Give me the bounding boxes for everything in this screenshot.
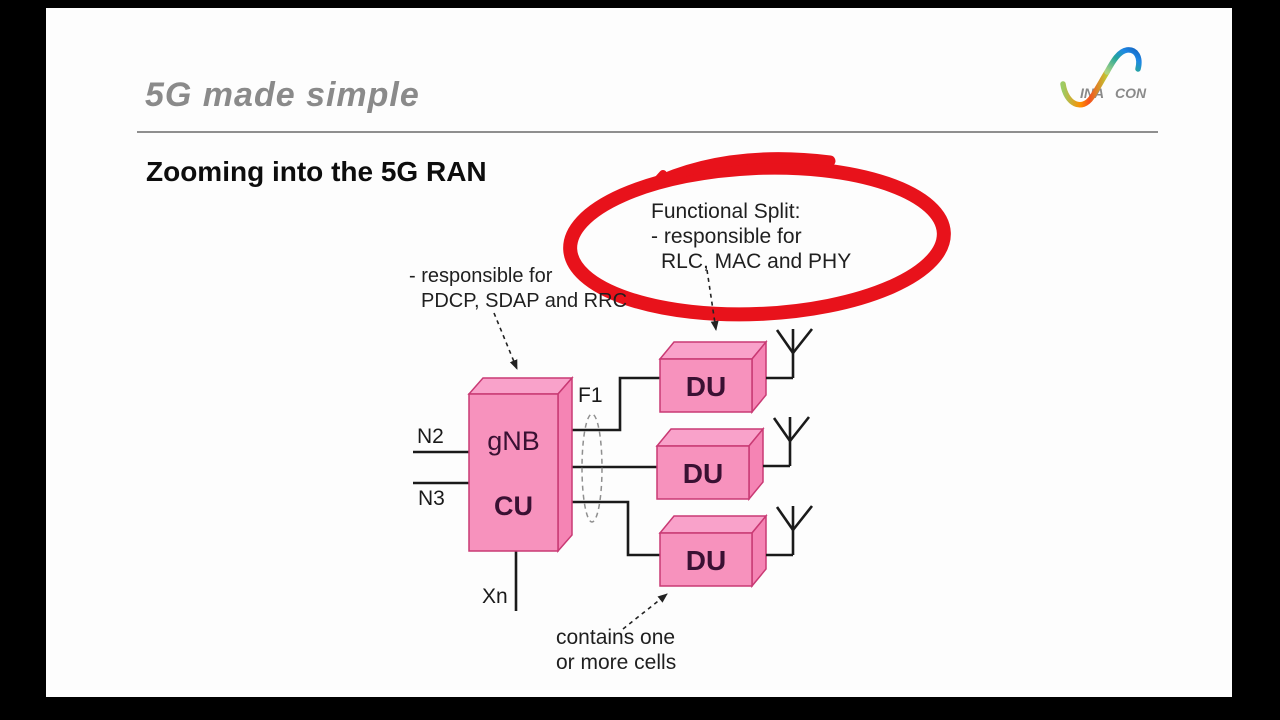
- f1-link-du3: [572, 500, 660, 557]
- du-box-1: [658, 339, 768, 415]
- letterbox-left-bar: [0, 0, 46, 720]
- gnb-box-label: gNB: [487, 426, 540, 456]
- letterbox-bottom-bar: [0, 697, 1280, 720]
- gnb-box-front-face: [468, 393, 559, 552]
- cu-responsibility-note: - responsible for PDCP, SDAP and RRC: [409, 264, 627, 314]
- antenna-icon-2: [763, 416, 811, 468]
- n2-interface-label: N2: [417, 425, 444, 448]
- letterbox-right-bar: [1232, 0, 1280, 720]
- f1-grouping-ellipse: [581, 413, 603, 523]
- du-box-2: [655, 426, 765, 502]
- cu-box-label: CU: [494, 491, 533, 521]
- letterbox-top-bar: [0, 0, 1280, 8]
- xn-interface-label: Xn: [482, 585, 508, 608]
- du-cells-note: contains one or more cells: [556, 625, 676, 675]
- cu-note-line-1: - responsible for: [409, 265, 553, 287]
- du-box-3: [658, 513, 768, 589]
- du1-box-label: DU: [685, 371, 727, 402]
- functional-split-note: Functional Split: - responsible for RLC,…: [651, 199, 851, 274]
- gnb-box-side-face: [557, 376, 573, 553]
- f1-links: [572, 376, 660, 557]
- red-circle-annotation: [563, 152, 951, 322]
- du-note-line-1: contains one: [556, 626, 676, 649]
- du2-box-label: DU: [682, 458, 724, 489]
- inacon-logo: INA CON: [1060, 47, 1147, 108]
- n3-interface-label: N3: [418, 487, 445, 510]
- antenna-icon-1: [766, 328, 814, 380]
- antenna-icon-3: [766, 505, 814, 557]
- du3-box-label: DU: [685, 545, 727, 576]
- logo-wave-icon: [1060, 47, 1142, 108]
- f1-link-du1: [572, 376, 660, 432]
- du-note-line-2: or more cells: [556, 651, 677, 674]
- functional-split-line-1: Functional Split:: [651, 200, 801, 223]
- f1-interface-label: F1: [578, 384, 603, 407]
- interface-lines: [413, 450, 518, 611]
- arrow-functional-split-to-du: [706, 269, 719, 331]
- arrow-cu-note-to-gnb: [493, 312, 518, 370]
- logo-text-con: CON: [1115, 85, 1147, 101]
- title-divider: [137, 131, 1158, 133]
- functional-split-line-3: RLC, MAC and PHY: [661, 250, 852, 273]
- brand-title: 5G made simple: [145, 76, 420, 114]
- cu-note-line-2: PDCP, SDAP and RRC: [421, 290, 628, 312]
- gnb-cu-box: [467, 376, 574, 553]
- arrow-du-note-to-du: [622, 593, 668, 630]
- gnb-box-top-face: [467, 377, 574, 395]
- functional-split-line-2: - responsible for: [651, 225, 802, 248]
- page-title: Zooming into the 5G RAN: [146, 156, 487, 187]
